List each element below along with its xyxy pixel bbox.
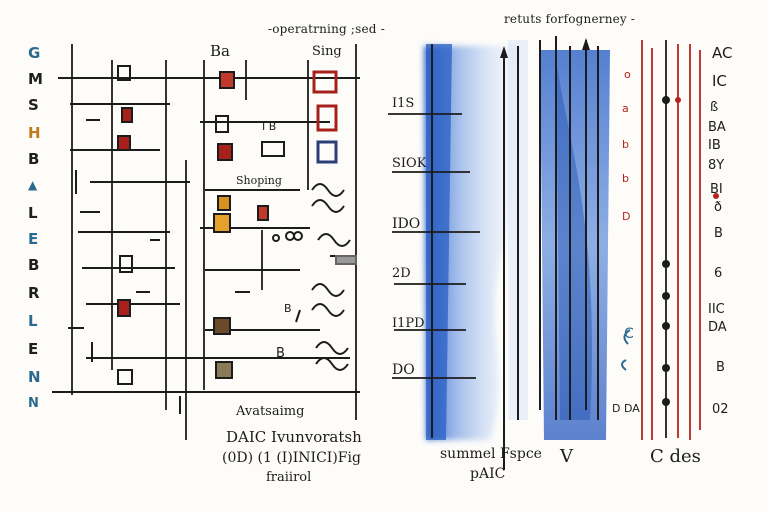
- right-panel-lines: [641, 40, 701, 440]
- wash-axis-label: SIOK: [392, 156, 427, 171]
- right-blue-mark: C: [624, 326, 634, 342]
- schematic-footer-line: fraiirol: [266, 470, 312, 485]
- left-letter: L: [28, 204, 38, 222]
- right-label: 8Y: [708, 158, 725, 173]
- right-panel-dots: [662, 96, 719, 406]
- schematic-components: [117, 65, 357, 385]
- schematic-label: I B: [262, 120, 277, 133]
- left-letter: N: [28, 396, 39, 411]
- right-label: AC: [712, 44, 733, 62]
- right-label: 6: [714, 266, 723, 281]
- left-letter: G: [28, 44, 41, 62]
- schematic-bottom-label: Avatsaimg: [236, 404, 305, 419]
- schematic-col-label: Ba: [210, 42, 230, 60]
- left-letter: E: [28, 230, 39, 248]
- left-letter: E: [28, 340, 39, 358]
- right-label: IB: [708, 138, 721, 153]
- wash-axis-label: DO: [392, 362, 415, 378]
- schematic-footer-line: DAIC Ivunvoratsh: [226, 428, 362, 446]
- right-label: B: [714, 226, 723, 241]
- red-mark: b: [622, 172, 629, 185]
- right-bottom-left-label: D DA: [612, 402, 640, 415]
- schematic-footer-line: (0D) (1 (I)INICI)Fig: [222, 450, 361, 466]
- red-mark: a: [622, 102, 629, 115]
- right-label: IIC: [708, 302, 725, 317]
- left-letter: ▲: [28, 178, 38, 192]
- right-header-title: retuts forfognerney -: [504, 12, 636, 26]
- right-label: DA: [708, 320, 727, 335]
- schematic-rails: [52, 77, 360, 393]
- right-label: IC: [712, 72, 727, 90]
- left-letter: L: [28, 312, 38, 330]
- wash-footer-line: summel Fspce: [440, 446, 542, 462]
- right-label: BA: [708, 120, 726, 135]
- wash-footer-line: pAIC: [470, 466, 506, 482]
- right-footer: C des: [650, 446, 701, 467]
- wash-axis-label: IDO: [392, 216, 421, 232]
- left-letter: B: [28, 256, 40, 274]
- red-mark: o: [624, 68, 631, 81]
- right-label: BI: [710, 182, 723, 197]
- schematic-label: B: [276, 346, 285, 361]
- wash-axis-label: 2D: [392, 266, 411, 281]
- schematic-label: B: [284, 302, 292, 315]
- schematic-label: Shoping: [236, 174, 282, 187]
- red-mark: b: [622, 138, 629, 151]
- left-letter: N: [28, 368, 41, 386]
- wash-axis-label: I1S: [392, 96, 415, 111]
- right-label: 02: [712, 402, 729, 417]
- left-letter: R: [28, 284, 40, 302]
- right-label: ð: [714, 200, 722, 215]
- wash-axis-label: I1PD: [392, 316, 425, 331]
- right-label: ß: [710, 100, 719, 115]
- red-mark: D: [622, 210, 631, 223]
- wash-footer-letter: V: [560, 446, 573, 467]
- left-header-title: -operatrning ;sed -: [268, 22, 385, 36]
- right-label: B: [716, 360, 725, 375]
- schematic-col-label: Sing: [312, 44, 342, 59]
- left-letter: B: [28, 150, 40, 168]
- left-letter: M: [28, 70, 43, 88]
- left-letter: S: [28, 96, 39, 114]
- left-letter: H: [28, 124, 41, 142]
